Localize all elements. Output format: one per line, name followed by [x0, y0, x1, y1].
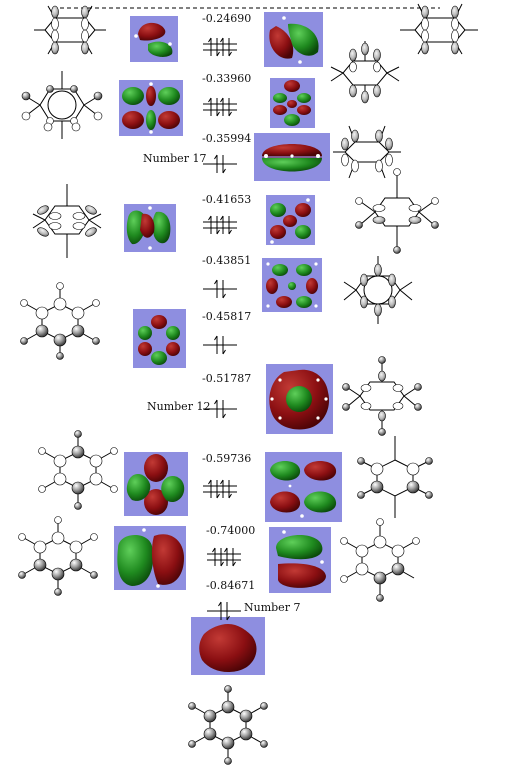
schematic-right-6 — [342, 356, 422, 436]
ball-stick-left-1 — [20, 282, 100, 360]
orbital-panel-8a — [124, 452, 188, 516]
spin-up-arrow — [220, 37, 224, 56]
spin-down-arrow — [216, 38, 220, 57]
spin-up-arrow — [218, 601, 222, 620]
schematic-right-4 — [355, 168, 439, 254]
spin-down-arrow — [216, 98, 220, 117]
orbital-panel-1a — [130, 16, 178, 62]
orbital-panel-5 — [262, 258, 322, 312]
energy-level-line — [207, 601, 241, 621]
energy-value: -0.43851 — [202, 254, 252, 267]
spin-up-arrow — [220, 479, 224, 498]
orbital-panel-7 — [266, 364, 333, 434]
energy-level-line — [203, 154, 237, 174]
energy-value: -0.24690 — [202, 12, 252, 25]
orbital-panel-2b — [270, 78, 315, 128]
spin-down-arrow — [228, 38, 232, 57]
spin-up-arrow — [214, 154, 218, 173]
spin-down-arrow — [220, 548, 224, 567]
ball-stick-left-3 — [18, 516, 98, 596]
energy-level-line — [203, 335, 237, 355]
spin-up-arrow — [208, 479, 212, 498]
energy-value: -0.35994 — [202, 132, 252, 145]
orbital-panel-4b — [266, 195, 315, 245]
spin-down-arrow — [216, 216, 220, 235]
spin-down-arrow — [232, 548, 236, 567]
energy-value: -0.59736 — [202, 452, 252, 465]
energy-level-line — [203, 479, 237, 499]
orbital-panel-1b — [264, 12, 323, 67]
orbital-panel-4a — [124, 204, 176, 252]
spin-up-arrow — [220, 97, 224, 116]
spin-down-arrow — [226, 602, 230, 621]
ball-stick-bottom — [188, 685, 268, 765]
energy-level-line — [203, 37, 237, 57]
ball-stick-right-2 — [340, 518, 420, 602]
spin-down-arrow — [222, 336, 226, 355]
orbital-panel-8b — [265, 452, 342, 522]
spin-up-arrow — [208, 97, 212, 116]
spin-up-arrow — [208, 215, 212, 234]
spin-down-arrow — [222, 400, 226, 419]
spin-down-arrow — [222, 155, 226, 174]
ball-stick-left-2 — [38, 430, 118, 510]
spin-up-arrow — [224, 547, 228, 566]
schematic-right-1 — [400, 3, 478, 55]
spin-up-arrow — [214, 399, 218, 418]
spin-down-arrow — [228, 98, 232, 117]
spin-up-arrow — [208, 37, 212, 56]
orbital-panel-3 — [254, 133, 330, 181]
orbital-number-label: Number 7 — [244, 601, 301, 614]
energy-level-line — [207, 547, 241, 567]
spin-up-arrow — [212, 547, 216, 566]
ball-stick-right-1 — [357, 436, 433, 518]
spin-down-arrow — [216, 480, 220, 499]
orbital-number-label: Number 17 — [143, 152, 207, 165]
spin-up-arrow — [220, 215, 224, 234]
schematic-right-5 — [343, 256, 413, 324]
energy-level-line — [203, 97, 237, 117]
orbital-number-label: Number 12 — [147, 400, 211, 413]
orbital-panel-2a — [119, 80, 183, 136]
spin-up-arrow — [214, 279, 218, 298]
spin-up-arrow — [214, 335, 218, 354]
orbital-panel-6 — [133, 309, 186, 368]
spin-down-arrow — [222, 280, 226, 299]
energy-value: -0.45817 — [202, 310, 252, 323]
spin-down-arrow — [228, 480, 232, 499]
schematic-right-2 — [330, 41, 400, 104]
schematic-left-2 — [21, 71, 103, 139]
energy-value: -0.41653 — [202, 193, 252, 206]
energy-level-line — [203, 279, 237, 299]
spin-down-arrow — [228, 216, 232, 235]
energy-value: -0.51787 — [202, 372, 252, 385]
schematic-left-3 — [32, 184, 102, 258]
schematic-left-1 — [34, 5, 106, 55]
energy-value: -0.74000 — [206, 524, 256, 537]
orbital-panel-9b — [269, 527, 331, 593]
energy-level-line — [203, 215, 237, 235]
energy-value: -0.33960 — [202, 72, 252, 85]
orbital-panel-9a — [114, 526, 186, 590]
energy-level-line — [203, 399, 237, 419]
energy-value: -0.84671 — [206, 579, 256, 592]
schematic-right-3 — [333, 125, 401, 179]
orbital-panel-10 — [191, 617, 265, 675]
